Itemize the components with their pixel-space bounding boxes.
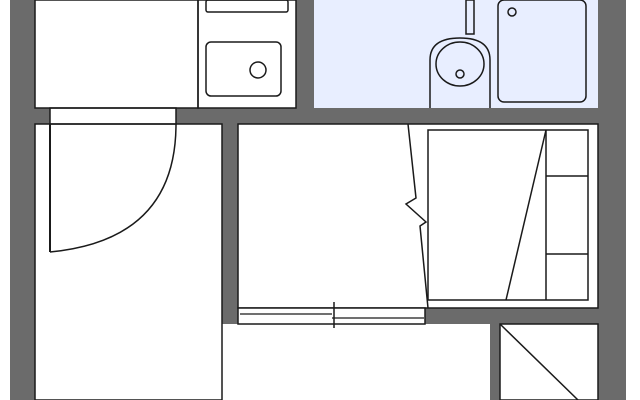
top-divider-left (35, 108, 50, 124)
washbasin-drain (455, 69, 465, 79)
walls (10, 0, 626, 400)
top-divider-mid (176, 108, 598, 124)
bunk-bed (427, 129, 589, 301)
bedroom (237, 123, 599, 309)
closet-outline (499, 323, 599, 400)
bathroom-floor (314, 0, 600, 108)
bedroom-sliding-door (237, 302, 426, 328)
door-swing-arc (49, 123, 177, 253)
closet-top-wall (500, 318, 598, 324)
bathtub-drain (507, 7, 517, 17)
right-outer-wall (598, 0, 626, 400)
room-break-line (404, 123, 429, 309)
washbasin (429, 37, 491, 108)
hall-outline (34, 123, 223, 400)
closet (499, 323, 599, 400)
bathroom-fixtures (429, 0, 587, 108)
closet-wall (490, 324, 500, 400)
washbasin-bowl (435, 41, 485, 87)
door-frame-top (49, 107, 177, 125)
stove (205, 0, 289, 13)
closet-door-line (499, 323, 579, 400)
sliding-door-track (237, 307, 426, 325)
bed-ladder (505, 129, 547, 301)
left-outer-wall (10, 0, 35, 400)
left-wall-outline (34, 0, 199, 109)
bathtub (497, 0, 587, 103)
sink (205, 41, 282, 97)
sink-drain (249, 61, 267, 79)
faucet (465, 0, 475, 35)
bedroom-left-wall (222, 124, 238, 324)
kitchen-bath-wall (296, 0, 314, 108)
